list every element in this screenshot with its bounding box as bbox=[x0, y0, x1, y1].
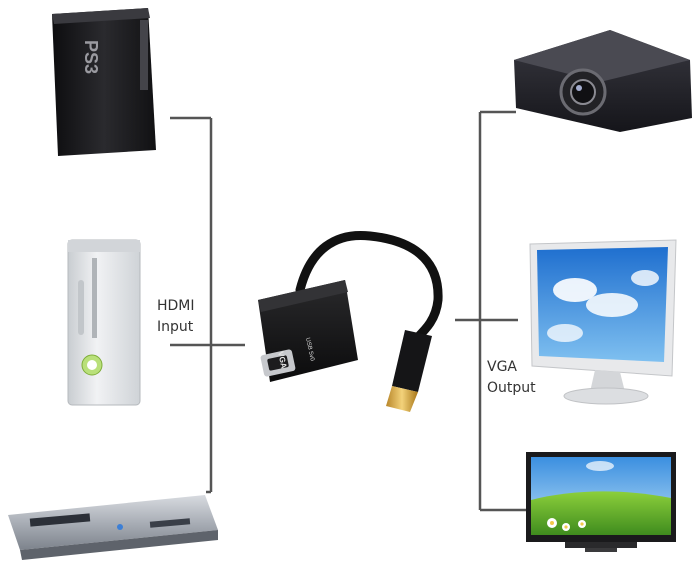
adapter-cable bbox=[295, 230, 443, 345]
output-label: Output bbox=[487, 380, 536, 396]
usb-port-label: USB 5v0 bbox=[304, 337, 315, 362]
xbox-360-console bbox=[67, 239, 141, 406]
dvd-player bbox=[8, 495, 218, 560]
hdmi-label: HDMI bbox=[157, 298, 195, 314]
tv-screen bbox=[526, 452, 676, 552]
projector bbox=[514, 30, 692, 132]
hdmi-vga-adapter: VGA USB 5v0 bbox=[258, 230, 443, 412]
vga-port-label: VGA bbox=[276, 351, 288, 370]
vga-label: VGA bbox=[487, 359, 517, 375]
ps3-logo: PS3 bbox=[81, 40, 101, 74]
input-label: Input bbox=[157, 319, 194, 335]
vga-monitor bbox=[529, 239, 677, 405]
ps3-console: PS3 bbox=[52, 8, 156, 156]
connector-lines bbox=[170, 110, 526, 512]
